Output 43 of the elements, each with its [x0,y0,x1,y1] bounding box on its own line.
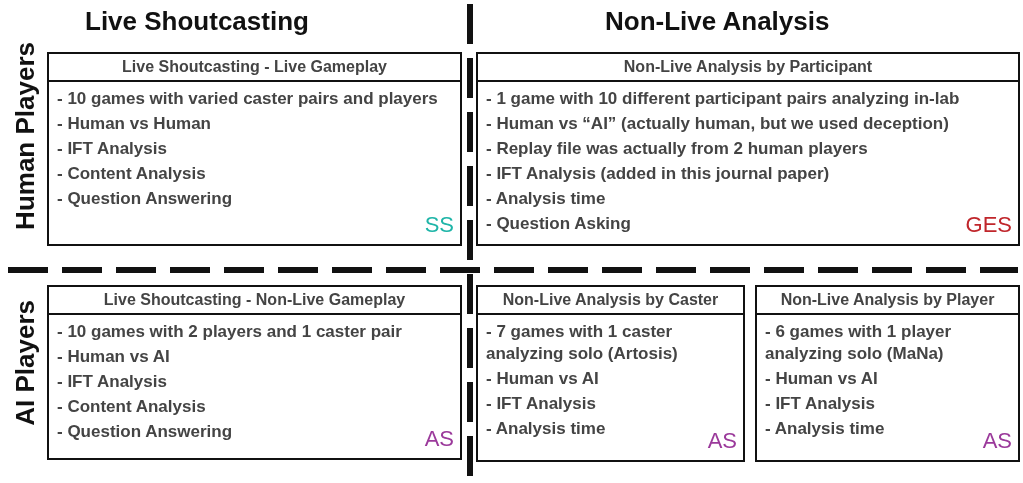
condition-code: SS [424,212,454,238]
condition-code: GES [965,212,1012,238]
column-heading: Live Shoutcasting [85,6,309,37]
bullet-item: - IFT Analysis [486,393,596,415]
bullet-item: - Human vs AI [57,346,170,368]
condition-code: AS [982,428,1012,454]
bullet-item: - 1 game with 10 different participant pairs analyzing in-lab [486,88,960,110]
bullet-item: - Content Analysis [57,163,206,185]
panel-heading: Live Shoutcasting - Live Gameplay [49,54,460,82]
bullet-item: - Analysis time [486,418,606,440]
panel-box [755,285,1020,462]
bullet-item: - Human vs “AI” (actually human, but we used deception) [486,113,949,135]
bullet-item: - Analysis time [486,188,606,210]
bullet-item: - IFT Analysis [765,393,875,415]
bullet-item: - 7 games with 1 caster analyzing solo (Artosis) [486,321,679,365]
row-heading: Human Players [10,42,41,230]
bullet-item: - Replay file was actually from 2 human players [486,138,868,160]
bullet-item: - Content Analysis [57,396,206,418]
bullet-item: - IFT Analysis [57,371,167,393]
condition-code: AS [424,426,454,452]
panel-heading: Non-Live Analysis by Participant [478,54,1018,82]
bullet-item: - Human vs AI [765,368,878,390]
panel-box [476,52,1020,246]
panel-heading: Non-Live Analysis by Player [757,287,1018,315]
bullet-item: - Question Answering [57,421,233,443]
bullet-item: - Question Asking [486,213,631,235]
bullet-item: - Analysis time [765,418,885,440]
bullet-item: - IFT Analysis [57,138,167,160]
bullet-item: - 6 games with 1 player analyzing solo (MaNa) [765,321,953,365]
panel-heading: Non-Live Analysis by Caster [478,287,743,315]
condition-code: AS [707,428,737,454]
column-heading: Non-Live Analysis [605,6,830,37]
bullet-item: - 10 games with varied caster pairs and players [57,88,438,110]
panel-box [47,285,462,460]
bullet-item: - Question Answering [57,188,233,210]
panel-heading: Live Shoutcasting - Non-Live Gameplay [49,287,460,315]
row-heading: AI Players [10,300,41,426]
bullet-item: - IFT Analysis (added in this journal paper) [486,163,830,185]
bullet-item: - Human vs Human [57,113,211,135]
panel-box [47,52,462,246]
bullet-item: - Human vs AI [486,368,599,390]
panel-box [476,285,745,462]
bullet-item: - 10 games with 2 players and 1 caster pair [57,321,402,343]
